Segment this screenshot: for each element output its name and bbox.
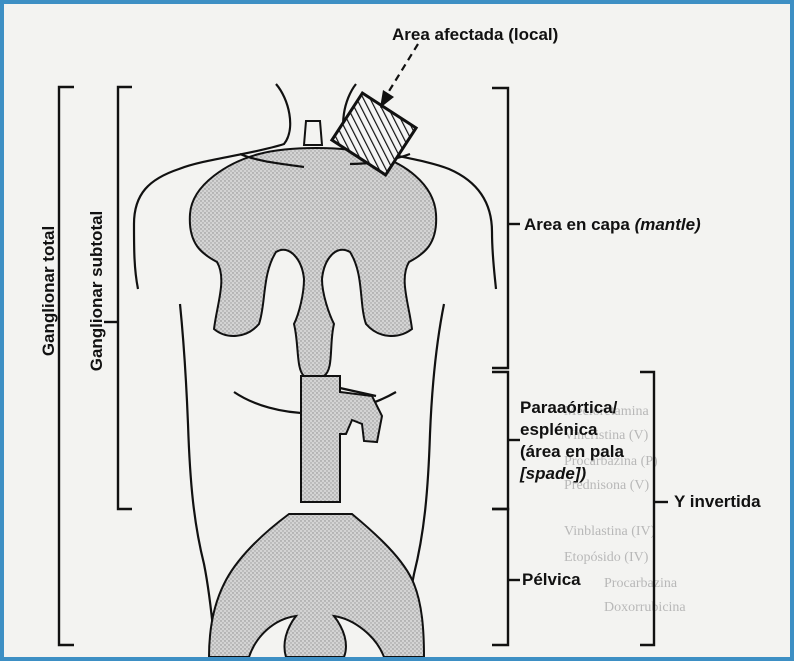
neck-block (304, 121, 322, 145)
label-paraaortica-1: Paraaórtica/ (520, 397, 617, 418)
label-paraaortica-3: (área en pala (520, 441, 624, 462)
label-y-invertida: Y invertida (674, 491, 761, 512)
body-diagram (4, 4, 790, 657)
label-area-afectada: Area afectada (local) (392, 24, 558, 45)
label-area-en-capa: Area en capa (mantle) (524, 214, 701, 235)
label-mantle: (mantle) (635, 215, 701, 234)
mantle-field (190, 148, 436, 376)
label-spade: [spade]) (520, 463, 586, 484)
label-ganglionar-subtotal: Ganglionar subtotal (87, 191, 107, 391)
label-paraaortica-2: esplénica (520, 419, 598, 440)
label-pelvica: Pélvica (522, 569, 581, 590)
pelvic-field (209, 514, 424, 657)
label-ganglionar-total: Ganglionar total (39, 201, 59, 381)
label-area-en-capa-text: Area en capa (524, 215, 630, 234)
